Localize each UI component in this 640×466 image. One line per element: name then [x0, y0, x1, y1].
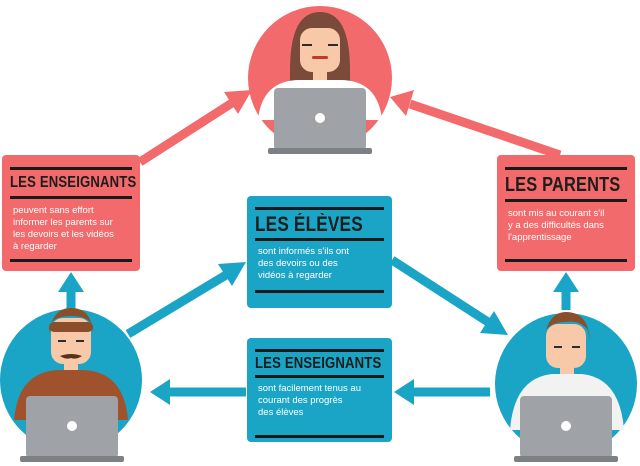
arrow-icon	[137, 90, 252, 166]
divider	[10, 196, 132, 199]
arrow-icon	[394, 379, 490, 405]
divider	[255, 207, 384, 210]
card-line: les devoirs et les vidéos	[13, 229, 114, 240]
arrow-icon	[150, 379, 246, 405]
card-body: sont mis au courant s'il y a des difficu…	[508, 208, 627, 244]
card-title: LES ENSEIGNANTS	[255, 355, 382, 372]
card-line: des devoirs ou des	[258, 258, 338, 269]
arrow-icon	[553, 272, 579, 310]
laptop-icon	[20, 396, 124, 462]
card-title: LES PARENTS	[505, 174, 621, 196]
card-line: à regarder	[13, 241, 57, 252]
divider	[505, 259, 627, 262]
arrow-icon	[390, 90, 562, 160]
laptop-icon	[268, 88, 372, 154]
card-line: peuvent sans effort	[13, 205, 94, 216]
divider	[505, 167, 627, 170]
divider	[255, 349, 384, 352]
divider	[255, 375, 384, 378]
card-line: des élèves	[258, 407, 304, 418]
card-body: peuvent sans effort informer les parents…	[13, 205, 132, 253]
card-title: LES ENSEIGNANTS	[10, 174, 137, 191]
parents-info-card: LES PARENTS sont mis au courant s'il y a…	[497, 155, 635, 271]
divider	[505, 199, 627, 202]
card-body: sont informés s'ils ont des devoirs ou d…	[258, 246, 384, 282]
divider	[255, 435, 384, 438]
divider	[255, 238, 384, 241]
arrow-icon	[125, 262, 246, 338]
card-line: l'apprentissage	[508, 232, 572, 243]
card-line: courant des progrès	[258, 395, 343, 406]
card-title: LES ÉLÈVES	[255, 213, 363, 236]
laptop-icon	[514, 396, 618, 462]
arrow-icon	[389, 256, 508, 335]
arrow-icon	[58, 272, 84, 310]
card-line: sont mis au courant s'il	[508, 208, 605, 219]
divider	[10, 259, 132, 262]
card-line: y a des difficultés dans	[508, 220, 604, 231]
card-body: sont facilement tenus au courant des pro…	[258, 383, 384, 419]
divider	[255, 290, 384, 293]
card-line: sont informés s'ils ont	[258, 246, 350, 257]
teachers-info-card: LES ENSEIGNANTS peuvent sans effort info…	[2, 155, 140, 271]
card-line: informer les parents sur	[13, 217, 113, 228]
card-line: vidéos à regarder	[258, 270, 332, 281]
teachers-progress-card: LES ENSEIGNANTS sont facilement tenus au…	[247, 338, 392, 442]
card-line: sont facilement tenus au	[258, 383, 361, 394]
students-info-card: LES ÉLÈVES sont informés s'ils ont des d…	[247, 196, 392, 308]
divider	[10, 167, 132, 170]
